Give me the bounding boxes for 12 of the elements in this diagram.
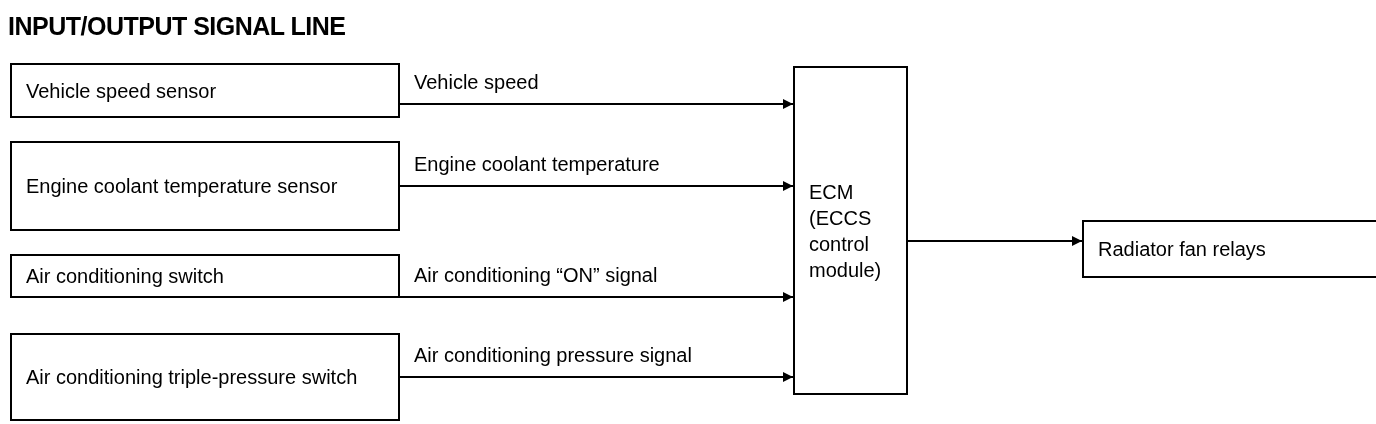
arrow <box>399 181 794 191</box>
control-module-box: ECM (ECCS control module) <box>793 66 908 395</box>
switch-box: Air conditioning switch <box>10 254 400 298</box>
switch-box: Air conditioning triple-pressure switch <box>10 333 400 421</box>
arrow <box>399 99 794 109</box>
sensor-box: Vehicle speed sensor <box>10 63 400 118</box>
relay-box: Radiator fan relays <box>1082 220 1376 278</box>
arrow <box>907 236 1083 246</box>
arrow <box>399 292 794 302</box>
diagram-title: INPUT/OUTPUT SIGNAL LINE <box>8 12 346 41</box>
arrow <box>399 372 794 382</box>
sensor-box: Engine coolant temperature sensor <box>10 141 400 231</box>
